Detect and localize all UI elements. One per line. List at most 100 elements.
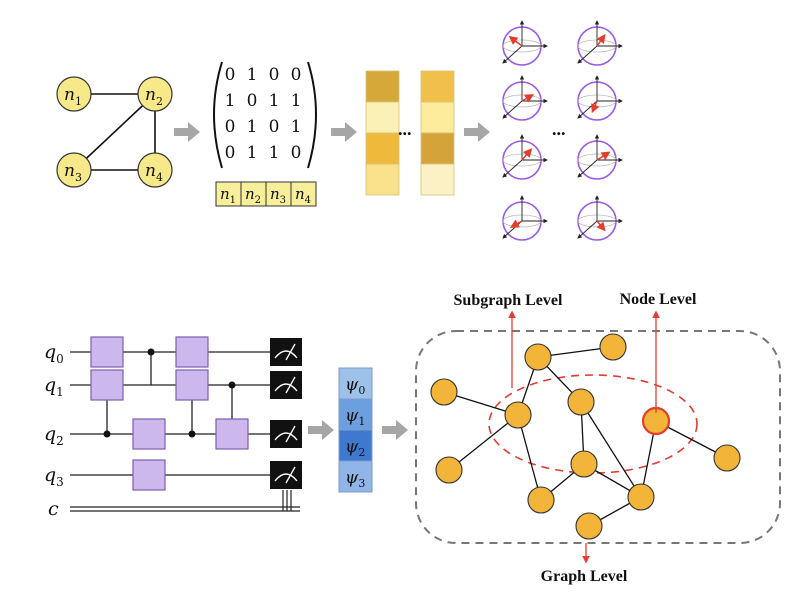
matrix-cell: 0 — [269, 65, 280, 85]
state-label-psi3: ψ3 — [345, 468, 365, 490]
flow-arrow-3 — [464, 122, 490, 142]
matrix-cell: 1 — [247, 117, 258, 137]
gate — [215, 418, 249, 450]
classical-label-c: c — [48, 498, 59, 520]
qubit-label-q3: q3 — [44, 464, 64, 489]
graph-node-n3: n3 — [56, 152, 92, 188]
matrix-cell: 0 — [269, 117, 280, 137]
node-level-label: Node Level — [620, 291, 697, 308]
bloch-sphere — [577, 134, 623, 180]
measurement-gate — [270, 420, 302, 448]
feature-cell — [365, 132, 400, 165]
flow-arrow-1 — [174, 122, 200, 142]
graph-node-n1: n1 — [56, 76, 92, 112]
matrix-cell: 0 — [225, 117, 236, 137]
matrix-cell: 1 — [247, 143, 258, 163]
graph-node — [567, 388, 595, 416]
gate — [175, 369, 209, 401]
feature-cell — [365, 70, 400, 103]
svg-text:n4: n4 — [145, 161, 163, 184]
feature-cell — [420, 132, 455, 165]
graph-node — [599, 333, 627, 361]
bloch-sphere — [502, 134, 548, 180]
bloch-sphere — [577, 75, 623, 121]
matrix-right-paren — [307, 61, 317, 169]
graph-node — [435, 456, 463, 484]
state-label-psi1: ψ1 — [345, 406, 365, 428]
state-cell-psi0 — [338, 367, 373, 400]
measurement-gate — [270, 338, 302, 366]
input-graph: n1 n2 n3 n4 — [56, 76, 173, 188]
subgraph-level-label: Subgraph Level — [454, 292, 563, 309]
matrix-label-n1: n1 — [220, 185, 236, 206]
graph-node — [504, 401, 532, 429]
graph-edge — [517, 414, 542, 501]
svg-text:n2: n2 — [145, 85, 163, 108]
svg-text:n1: n1 — [64, 85, 82, 108]
matrix-cell: 1 — [269, 143, 280, 163]
feature-cell — [365, 101, 400, 134]
flow-arrow-2 — [331, 122, 357, 142]
ellipsis-features: ... — [398, 119, 412, 139]
edge-n2-n3 — [73, 93, 156, 171]
bloch-sphere — [577, 20, 623, 66]
measurement-meters — [270, 338, 302, 489]
matrix-label-n3: n3 — [270, 185, 286, 206]
flow-arrow-5 — [382, 420, 408, 440]
gate — [90, 369, 124, 401]
feature-vectors — [365, 70, 455, 196]
measurement-gate — [270, 461, 302, 489]
qubit-label-q0: q0 — [44, 341, 64, 366]
ellipsis-spheres: ... — [552, 119, 566, 139]
matrix-left-paren — [213, 61, 223, 169]
state-label-psi2: ψ2 — [345, 437, 365, 459]
graph-edge — [448, 414, 519, 471]
graph-node-n4: n4 — [137, 152, 173, 188]
control-lines — [106, 352, 233, 434]
matrix-cell: 1 — [269, 91, 280, 111]
matrix-cell: 0 — [247, 91, 258, 111]
matrix-cell: 0 — [225, 143, 236, 163]
matrix-node-labels: n1 n2 n3 n4 — [215, 181, 317, 207]
bloch-sphere — [502, 75, 548, 121]
graph-node — [713, 444, 741, 472]
qubit-label-q1: q1 — [44, 374, 64, 399]
feature-cell — [365, 163, 400, 196]
graph-node — [527, 486, 555, 514]
bloch-sphere — [577, 195, 623, 241]
big-graph — [430, 333, 741, 540]
state-cell-psi3 — [338, 460, 373, 493]
flow-arrow-4 — [308, 420, 334, 440]
measurement-lines — [282, 490, 292, 511]
bloch-sphere — [502, 20, 548, 66]
gate — [90, 336, 124, 368]
matrix-cell: 1 — [225, 91, 236, 111]
graph-level-panel: Subgraph Level Node Level Graph Level — [415, 291, 781, 585]
state-cell-psi2 — [338, 429, 373, 462]
matrix-label-n2: n2 — [245, 185, 261, 206]
measurement-gate — [270, 371, 302, 399]
quantum-state-column: ψ0 ψ1 ψ2 ψ3 — [338, 367, 373, 493]
feature-cell — [420, 101, 455, 134]
circuit-gates — [90, 336, 249, 491]
graph-level-boundary — [415, 330, 781, 544]
gate — [132, 459, 166, 491]
feature-cell — [420, 163, 455, 196]
matrix-cell: 0 — [291, 65, 302, 85]
graph-node — [430, 378, 458, 406]
matrix-cell: 0 — [225, 65, 236, 85]
feature-cell — [420, 70, 455, 103]
bloch-sphere — [502, 195, 548, 241]
subgraph-boundary — [488, 374, 698, 474]
qubit-label-q2: q2 — [44, 423, 64, 448]
state-cell-psi1 — [338, 398, 373, 431]
classical-wire — [70, 506, 300, 512]
control-dots — [103, 348, 236, 438]
matrix-label-n4: n4 — [295, 185, 311, 206]
graph-node — [524, 343, 552, 371]
gate — [175, 336, 209, 368]
graph-node-n2: n2 — [137, 76, 173, 112]
graph-level-label: Graph Level — [541, 568, 628, 585]
matrix-cell: 0 — [291, 143, 302, 163]
